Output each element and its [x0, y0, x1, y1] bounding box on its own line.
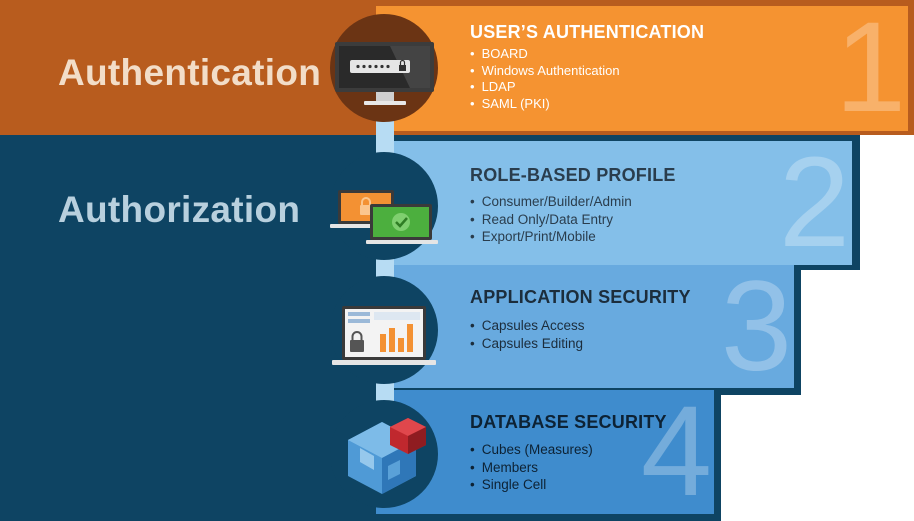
- locked-dashboard-icon: [332, 306, 436, 365]
- step-3-icon-circle: [330, 276, 438, 384]
- step-1-icon-circle: [330, 14, 438, 122]
- list-item: Windows Authentication: [470, 63, 620, 80]
- step-2-panel: 2 ROLE-BASED PROFILE Consumer/Builder/Ad…: [376, 141, 852, 265]
- step-4-list: Cubes (Measures) Members Single Cell: [470, 441, 593, 494]
- laptops-icon: [330, 190, 438, 244]
- step-3-list: Capsules Access Capsules Editing: [470, 317, 585, 352]
- step-3-number: 3: [720, 265, 792, 388]
- step-4-panel: 4 DATABASE SECURITY Cubes (Measures) Mem…: [376, 390, 714, 514]
- step-1-panel: 1 USER’S AUTHENTICATION BOARD Windows Au…: [376, 6, 908, 131]
- step-3-heading: APPLICATION SECURITY: [470, 287, 691, 307]
- list-item: Cubes (Measures): [470, 441, 593, 459]
- list-item: BOARD: [470, 46, 620, 63]
- list-item: Export/Print/Mobile: [470, 228, 632, 246]
- authorization-title: Authorization: [58, 189, 301, 230]
- list-item: Single Cell: [470, 476, 593, 494]
- step-4-number: 4: [640, 390, 712, 514]
- step-2-list: Consumer/Builder/Admin Read Only/Data En…: [470, 193, 632, 246]
- step-4-heading: DATABASE SECURITY: [470, 412, 667, 432]
- list-item: LDAP: [470, 79, 620, 96]
- step-3-panel: 3 APPLICATION SECURITY Capsules Access C…: [376, 265, 794, 388]
- step-3-frame: 3 APPLICATION SECURITY Capsules Access C…: [376, 265, 801, 395]
- step-4-icon-circle: [330, 400, 438, 508]
- list-item: SAML (PKI): [470, 96, 620, 113]
- step-1-heading: USER’S AUTHENTICATION: [470, 22, 705, 42]
- step-1-list: BOARD Windows Authentication LDAP SAML (…: [470, 46, 620, 112]
- list-item: Members: [470, 459, 593, 477]
- step-1-number: 1: [834, 6, 906, 131]
- list-item: Capsules Editing: [470, 335, 585, 353]
- login-monitor-icon: [335, 42, 434, 105]
- step-4-frame: 4 DATABASE SECURITY Cubes (Measures) Mem…: [376, 390, 721, 521]
- step-1-frame: 1 USER’S AUTHENTICATION BOARD Windows Au…: [376, 0, 914, 135]
- list-item: Capsules Access: [470, 317, 585, 335]
- list-item: Read Only/Data Entry: [470, 211, 632, 229]
- list-item: Consumer/Builder/Admin: [470, 193, 632, 211]
- authorization-band: [0, 135, 376, 521]
- authentication-title: Authentication: [58, 52, 322, 93]
- cube-icon: [348, 418, 426, 494]
- step-2-number: 2: [778, 141, 850, 265]
- step-2-heading: ROLE-BASED PROFILE: [470, 165, 676, 185]
- step-2-frame: 2 ROLE-BASED PROFILE Consumer/Builder/Ad…: [376, 135, 860, 270]
- step-2-icon-circle: [330, 152, 438, 260]
